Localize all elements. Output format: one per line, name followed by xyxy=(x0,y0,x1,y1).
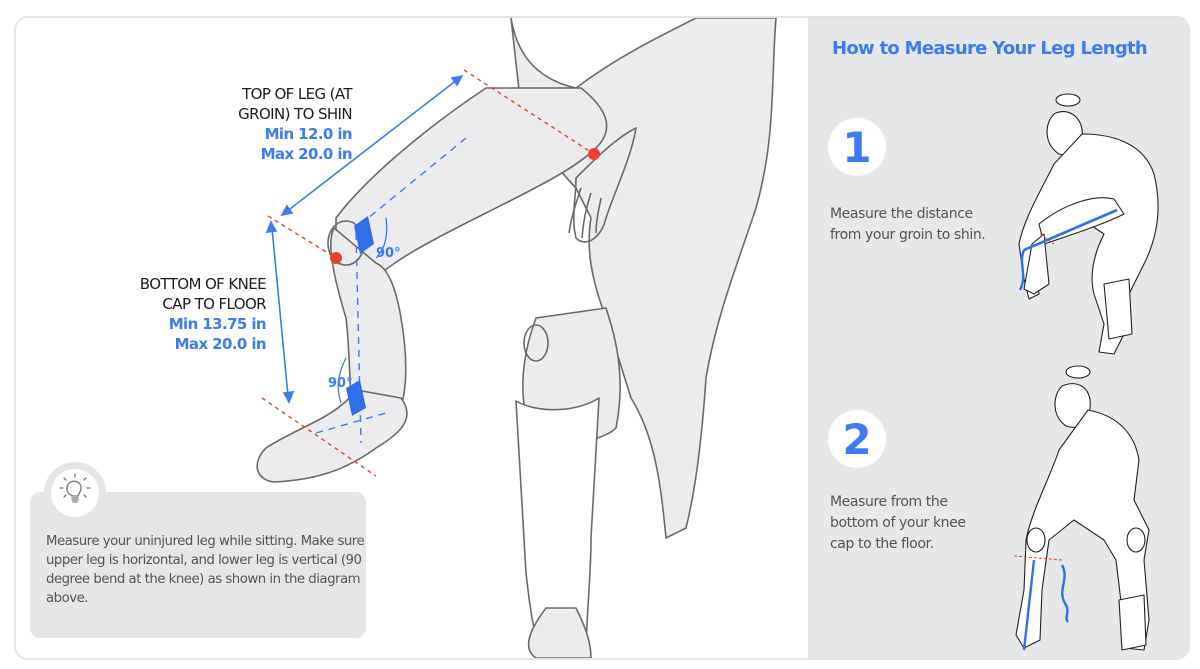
step-1-illustration xyxy=(1018,93,1159,355)
measurement-1-min: Min 12.0 in xyxy=(264,125,353,143)
instructions-panel: How to Measure Your Leg Length 1 Measure… xyxy=(808,18,1188,658)
step-2-number-badge: 2 xyxy=(828,410,886,468)
ankle-angle-label: 90° xyxy=(328,376,353,391)
step-1-number-badge: 1 xyxy=(828,118,886,176)
right-angle-marker-ankle xyxy=(346,380,366,416)
infographic-frame: TOP OF LEG (AT GROIN) TO SHIN Min 12.0 i… xyxy=(14,16,1190,660)
knee-point-marker xyxy=(330,252,342,264)
step-1-number: 1 xyxy=(842,122,872,172)
lightbulb-icon-badge xyxy=(44,462,106,524)
groin-point-marker xyxy=(588,148,600,160)
step-2-text: Measure from the bottom of your knee cap… xyxy=(830,494,966,552)
measurement-2-max: Max 20.0 in xyxy=(174,335,267,353)
leg-illustration xyxy=(256,18,777,658)
measurement-2-label: BOTTOM OF KNEE CAP TO FLOOR Min 13.75 in… xyxy=(36,274,267,354)
right-angle-marker-knee xyxy=(354,216,374,254)
measurement-2-title-line1: BOTTOM OF KNEE xyxy=(139,275,267,293)
measurement-2-title-line2: CAP TO FLOOR xyxy=(162,295,266,313)
step-1-text: Measure the distance from your groin to … xyxy=(830,206,986,243)
measurement-1-label: TOP OF LEG (AT GROIN) TO SHIN Min 12.0 i… xyxy=(112,84,353,164)
measurement-1-title-line2: GROIN) TO SHIN xyxy=(238,105,353,123)
measurement-1-max: Max 20.0 in xyxy=(260,145,353,163)
tip-box: Measure your uninjured leg while sitting… xyxy=(30,492,366,638)
lightbulb-icon xyxy=(59,473,91,503)
measurement-1-title-line1: TOP OF LEG (AT xyxy=(242,85,353,103)
measurement-2-min: Min 13.75 in xyxy=(168,315,267,333)
tip-text: Measure your uninjured leg while sitting… xyxy=(46,534,365,606)
leg-diagram-panel: TOP OF LEG (AT GROIN) TO SHIN Min 12.0 i… xyxy=(16,18,808,658)
step-2-number: 2 xyxy=(842,414,872,464)
instructions-title: How to Measure Your Leg Length xyxy=(832,38,1148,59)
step-2-illustration xyxy=(1013,365,1150,651)
knee-angle-label: 90° xyxy=(376,246,401,261)
